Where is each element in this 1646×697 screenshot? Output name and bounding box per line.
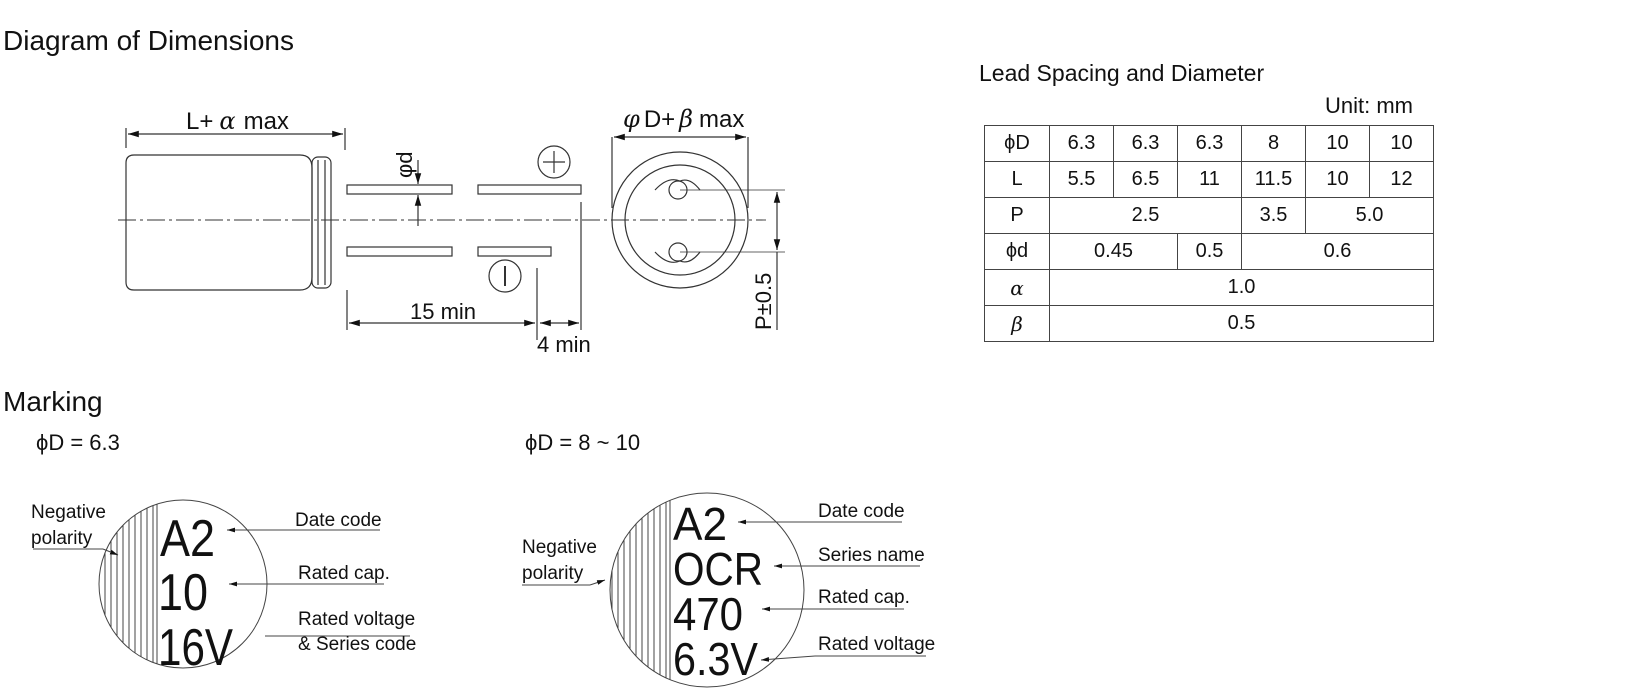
pitch-label: P±0.5	[751, 273, 776, 330]
series-name-label-large: Series name	[818, 545, 925, 566]
lead-negative	[346, 246, 453, 257]
negative-polarity-label-large-1: Negative	[522, 537, 597, 558]
negative-polarity-label-large-2: polarity	[522, 563, 584, 584]
lead-table-cell: 8	[1241, 125, 1306, 162]
unit-label: Unit: mm	[1325, 93, 1413, 118]
lead-table-cell: 6.3	[1049, 125, 1114, 162]
phi-d-label: φd	[392, 151, 417, 178]
mark-small-1: A2	[160, 510, 215, 568]
date-code-label-small: Date code	[295, 510, 382, 531]
lead-table-cell: 0.5	[1177, 233, 1242, 270]
end-view-inner	[624, 164, 736, 276]
mark-large-3: 470	[673, 588, 743, 640]
rated-voltage-label-small: Rated voltage	[298, 609, 415, 630]
mark-small-3: 16V	[158, 619, 233, 677]
dimensions-title: Diagram of Dimensions	[3, 25, 294, 56]
lead-table-cell: 3.5	[1241, 197, 1306, 234]
series-code-label-small: & Series code	[298, 634, 416, 655]
lead-table-row-header: P	[984, 197, 1050, 234]
lead-length-label: 15 min	[410, 299, 476, 324]
rated-cap-label-large: Rated cap.	[818, 587, 910, 608]
marking-large-caption: ϕD = 8 ~ 10	[525, 430, 641, 455]
mark-small-2: 10	[158, 564, 208, 622]
mark-large-1: A2	[673, 498, 727, 550]
lead-table-cell: 1.0	[1049, 269, 1434, 306]
capacitor-body	[125, 154, 313, 291]
lead-cut-label: 4 min	[537, 332, 591, 357]
lead-table-cell: 10	[1305, 125, 1370, 162]
rated-voltage-label-large: Rated voltage	[818, 634, 935, 655]
capacitor-sleeve-band	[311, 156, 332, 289]
minus-marker	[488, 259, 522, 293]
mark-large-2: OCR	[673, 543, 763, 595]
lead-table-row-header: β	[984, 305, 1050, 342]
date-code-label-large: Date code	[818, 501, 905, 522]
lead-table-cell: 0.5	[1049, 305, 1434, 342]
lead-positive	[346, 184, 453, 195]
rated-cap-label-small: Rated cap.	[298, 563, 390, 584]
negative-polarity-label-small-2: polarity	[31, 528, 93, 549]
plus-marker	[537, 145, 571, 179]
end-view-outer	[611, 151, 749, 289]
lead-table-cell: 0.45	[1049, 233, 1178, 270]
lead-table-cell: 5.5	[1049, 161, 1114, 198]
lead-table-cell: 11.5	[1241, 161, 1306, 198]
lead-table-title: Lead Spacing and Diameter	[979, 60, 1265, 86]
lead-table-cell: 10	[1305, 161, 1370, 198]
lead-table-cell: 0.6	[1241, 233, 1434, 270]
negative-polarity-label-small-1: Negative	[31, 502, 106, 523]
marking-small-caption: ϕD = 6.3	[36, 430, 120, 455]
lead-table-row-header: ϕd	[984, 233, 1050, 270]
mark-large-4: 6.3V	[673, 633, 758, 685]
marking-title: Marking	[3, 386, 103, 417]
